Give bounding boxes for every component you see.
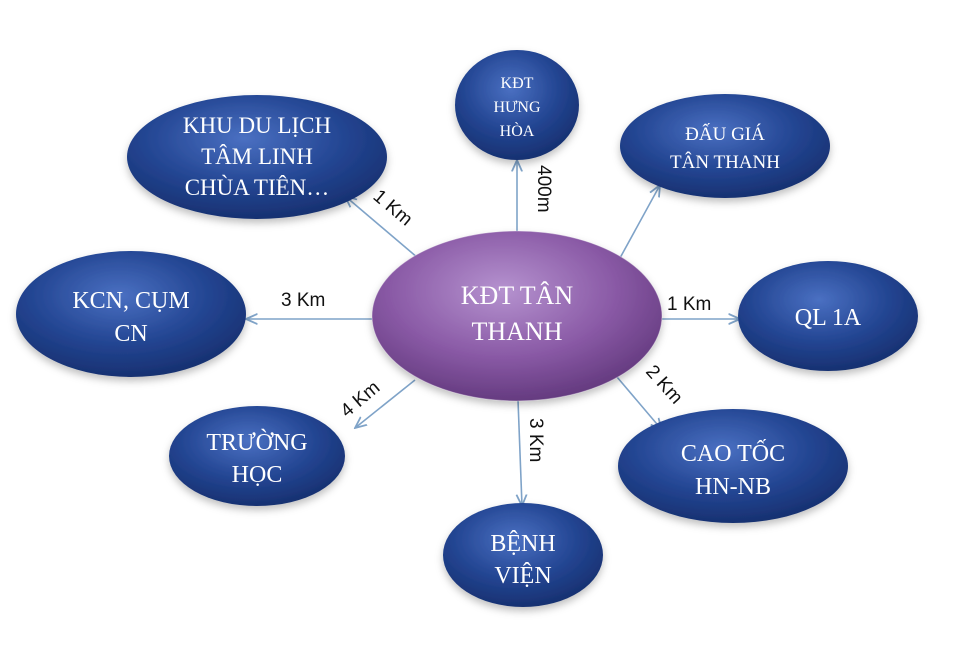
edge-label-cao-toc: 2 Km (641, 361, 686, 408)
satellite-hung-hoa: KĐT HƯNG HÒA (455, 50, 579, 160)
connector-cao-toc (616, 376, 662, 430)
connector-benh-vien (518, 399, 522, 506)
center-label-line-2: THANH (472, 317, 563, 346)
edge-label-kcn: 3 Km (281, 290, 325, 311)
center-node: KĐT TÂN THANH (371, 230, 663, 402)
connector-dau-gia (619, 185, 660, 259)
connectors (246, 160, 740, 506)
edge-label-benh-vien: 3 Km (525, 418, 546, 462)
hung-hoa-line-1: KĐT (501, 75, 534, 92)
ql1a-line-1: QL 1A (795, 305, 862, 331)
satellite-benh-vien: BỆNH VIỆN (443, 503, 603, 607)
truong-hoc-line-2: HỌC (232, 462, 283, 488)
center-label-line-1: KĐT TÂN (461, 281, 574, 310)
satellite-khu-du-lich: KHU DU LỊCH TÂM LINH CHÙA TIÊN… (127, 95, 387, 219)
edge-label-hung-hoa: 400m (533, 165, 554, 213)
connector-truong-hoc (355, 379, 416, 428)
hung-hoa-line-2: HƯNG (493, 99, 541, 116)
edge-label-khu-du-lich: 1 Km (369, 186, 416, 231)
satellite-cao-toc: CAO TỐC HN-NB (618, 409, 848, 523)
kcn-line-2: CN (114, 321, 147, 347)
satellite-kcn: KCN, CỤM CN (16, 251, 246, 377)
benh-vien-line-2: VIỆN (494, 563, 551, 589)
edge-label-ql1a: 1 Km (667, 294, 711, 315)
cao-toc-line-2: HN-NB (695, 474, 771, 500)
khu-du-lich-line-2: TÂM LINH (201, 144, 313, 169)
connector-khu-du-lich (345, 196, 419, 259)
truong-hoc-line-1: TRƯỜNG (206, 429, 307, 456)
khu-du-lich-line-1: KHU DU LỊCH (183, 113, 331, 138)
satellite-dau-gia: ĐẤU GIÁ TÂN THANH (620, 94, 830, 198)
khu-du-lich-line-3: CHÙA TIÊN… (185, 174, 330, 200)
satellite-truong-hoc: TRƯỜNG HỌC (169, 406, 345, 506)
cao-toc-line-1: CAO TỐC (681, 440, 785, 467)
satellite-ql1a: QL 1A (738, 261, 918, 371)
hung-hoa-line-3: HÒA (500, 121, 535, 140)
kcn-line-1: KCN, CỤM (72, 288, 189, 314)
edge-label-truong-hoc: 4 Km (337, 377, 384, 422)
dau-gia-line-2: TÂN THANH (670, 151, 780, 173)
dau-gia-line-1: ĐẤU GIÁ (685, 123, 765, 145)
benh-vien-line-1: BỆNH (490, 531, 555, 557)
